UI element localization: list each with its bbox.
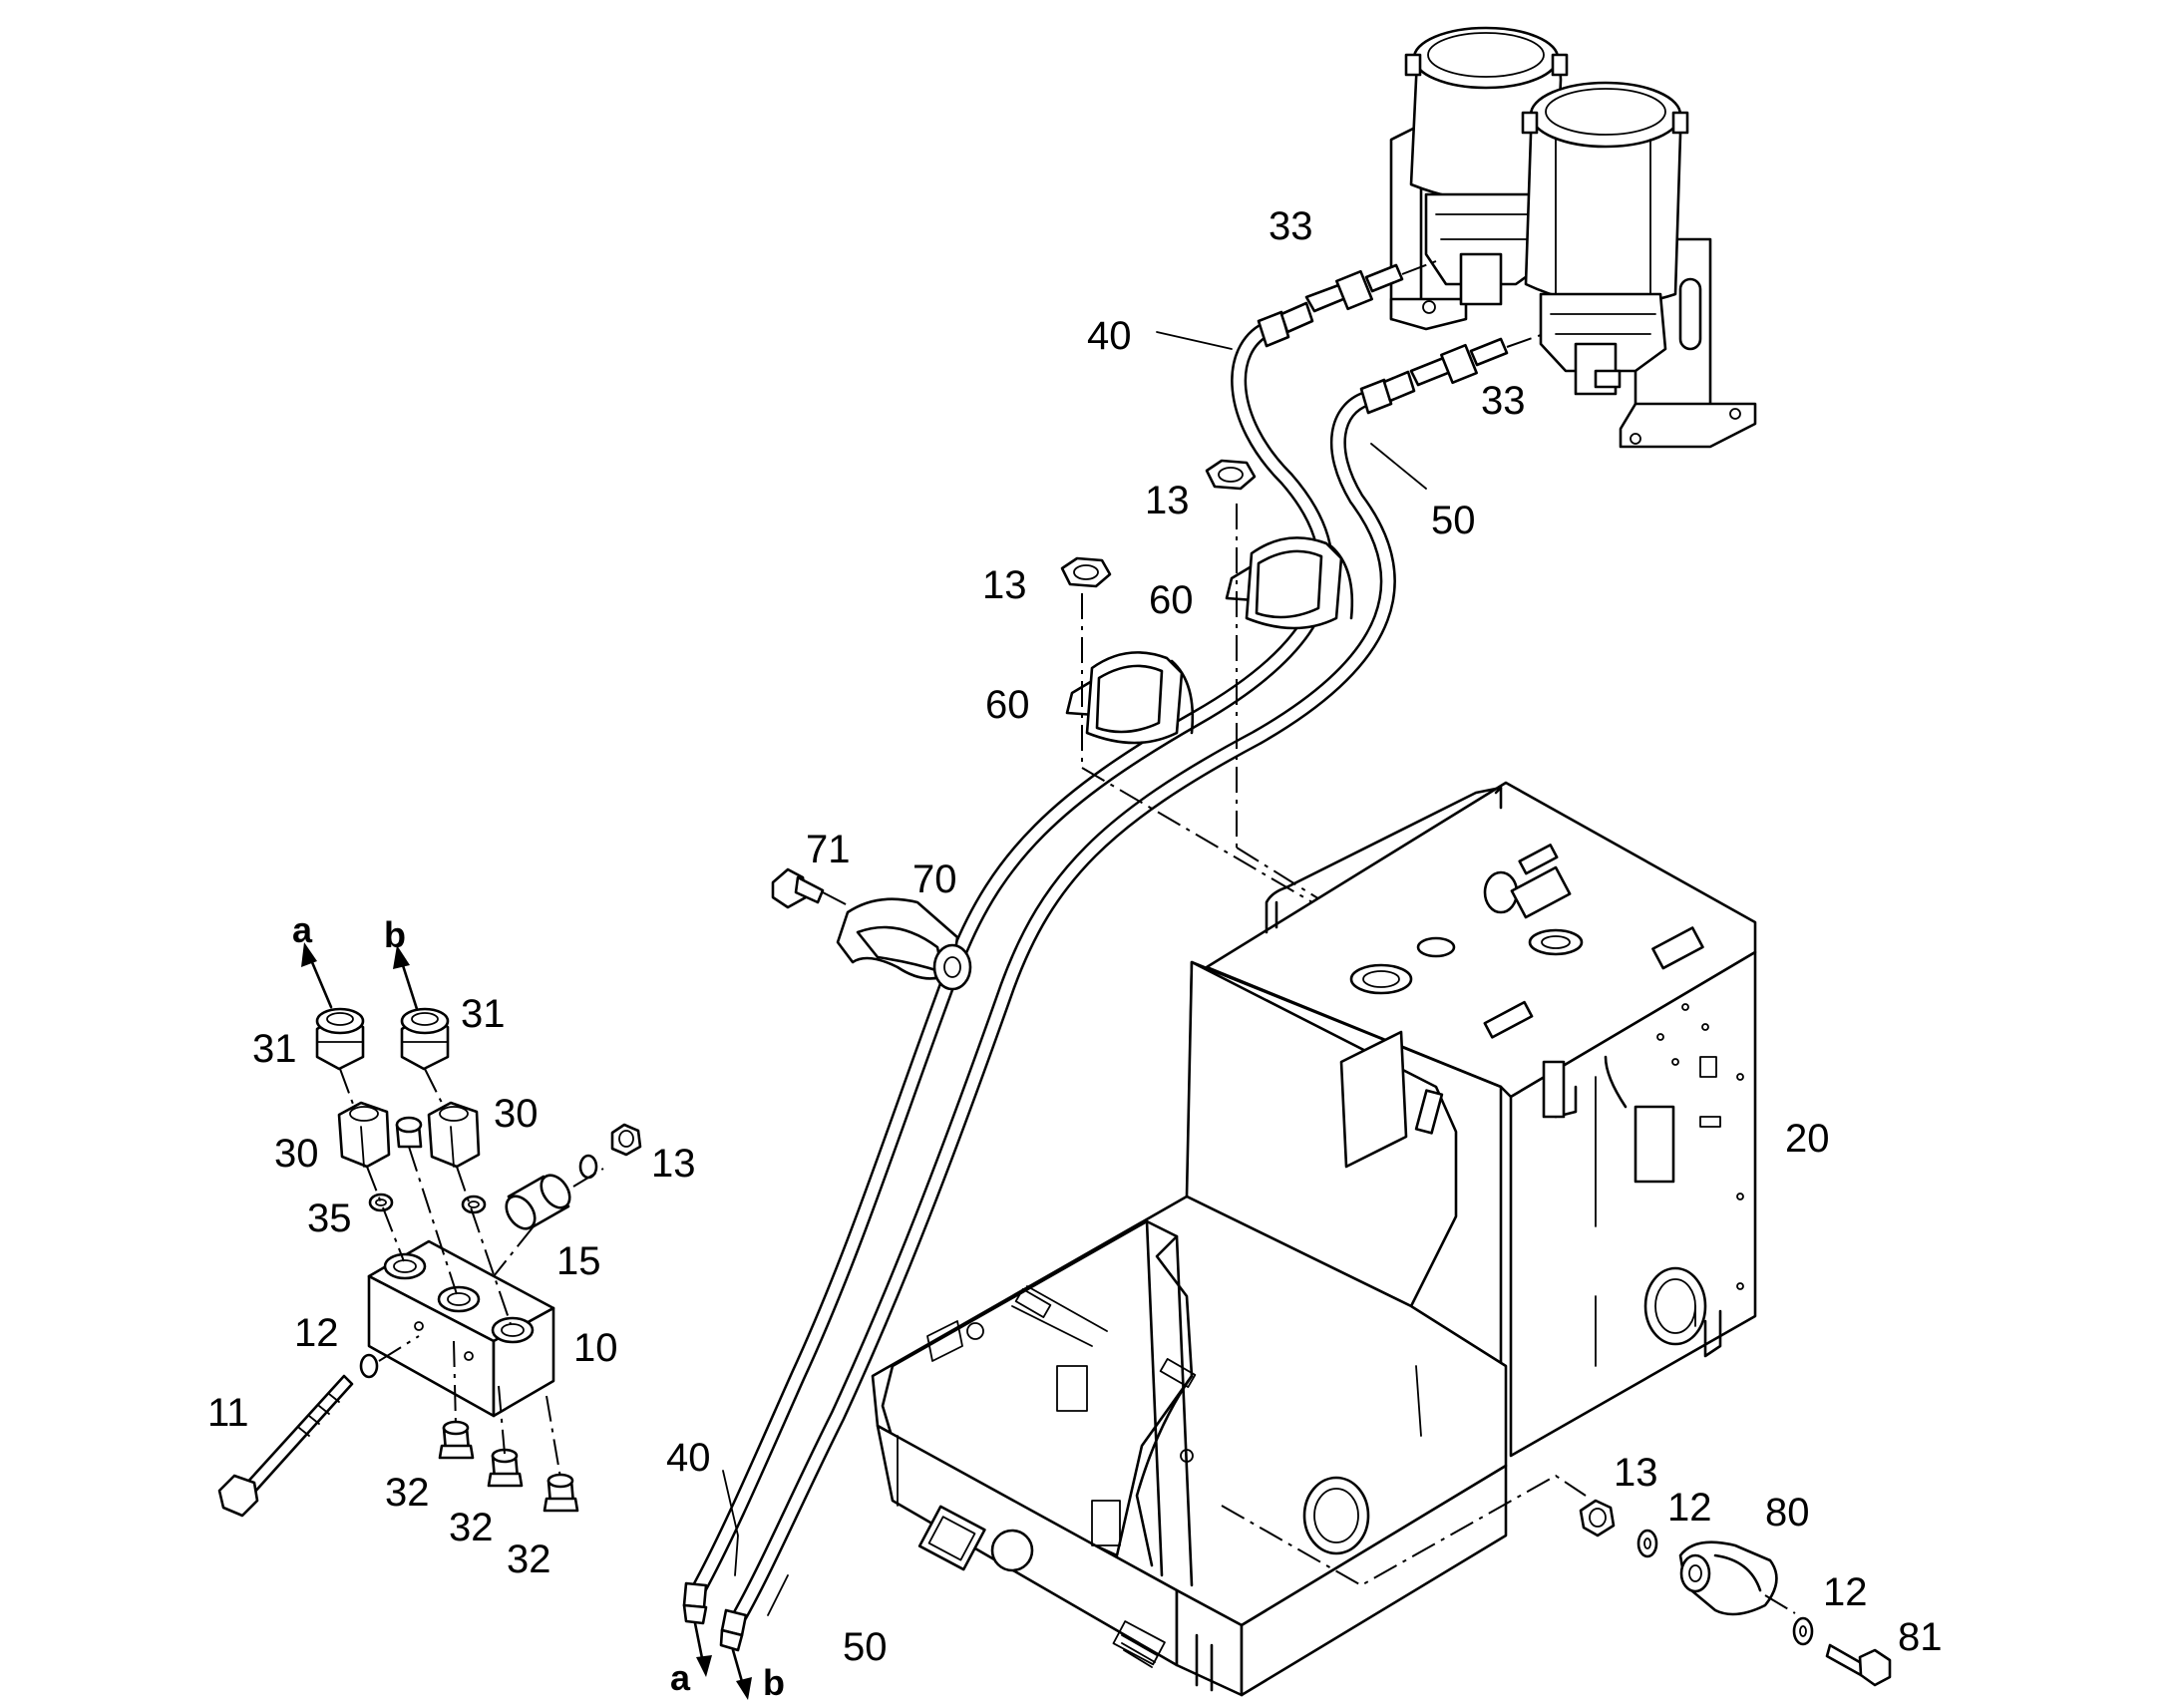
callout-80: 80 bbox=[1765, 1491, 1810, 1535]
callout-81: 81 bbox=[1898, 1615, 1943, 1659]
plug-center bbox=[395, 1116, 423, 1149]
hose-40 bbox=[682, 301, 1334, 1625]
manifold-block-10 bbox=[367, 1239, 555, 1418]
washer-12-left bbox=[359, 1353, 379, 1379]
flow-arrow-b-top bbox=[393, 945, 419, 1011]
flow-label-b-bottom: b bbox=[763, 1662, 785, 1703]
hose-50 bbox=[719, 370, 1416, 1652]
fitting-31-a bbox=[315, 1007, 365, 1071]
callout-12-left: 12 bbox=[294, 1311, 339, 1355]
callout-32-c: 32 bbox=[507, 1537, 551, 1581]
callout-15: 15 bbox=[556, 1239, 601, 1283]
flow-arrow-a-top bbox=[301, 942, 333, 1009]
bolt-81 bbox=[1825, 1643, 1892, 1687]
screw-71 bbox=[771, 867, 825, 909]
washer-12-bottom-b bbox=[1792, 1616, 1814, 1646]
callout-13-mid: 13 bbox=[982, 563, 1027, 607]
nut-13-upper bbox=[1205, 459, 1257, 491]
callout-40-lower: 40 bbox=[666, 1436, 711, 1480]
lubrication-pump-rear bbox=[1404, 26, 1569, 306]
seal-ring-right bbox=[461, 1195, 487, 1214]
callout-13-left: 13 bbox=[651, 1142, 696, 1186]
callout-33-lower: 33 bbox=[1481, 379, 1526, 423]
nut-30-b bbox=[427, 1101, 481, 1169]
callout-35: 35 bbox=[307, 1196, 352, 1240]
callout-13-upper: 13 bbox=[1145, 479, 1190, 522]
flow-label-b-top: b bbox=[384, 914, 406, 955]
lubrication-pump-front bbox=[1521, 81, 1689, 396]
callout-12-bottom-b: 12 bbox=[1823, 1570, 1868, 1614]
callout-40-upper: 40 bbox=[1087, 314, 1132, 358]
clamp-80 bbox=[1678, 1540, 1778, 1616]
callout-30-left: 30 bbox=[274, 1132, 319, 1176]
callout-60-lower: 60 bbox=[985, 683, 1030, 727]
callout-12-bottom-a: 12 bbox=[1667, 1486, 1712, 1530]
callout-31-left: 31 bbox=[252, 1027, 297, 1071]
nut-13-lower bbox=[1060, 556, 1112, 588]
callout-32-b: 32 bbox=[449, 1506, 494, 1549]
nut-30-a bbox=[337, 1101, 391, 1169]
fitting-33-upper bbox=[1304, 263, 1404, 313]
callout-50-lower: 50 bbox=[843, 1625, 888, 1669]
nut-13-bottom bbox=[1579, 1499, 1616, 1537]
callout-50-upper: 50 bbox=[1431, 499, 1476, 542]
grommet-60-upper bbox=[1225, 536, 1354, 630]
flow-label-a-top: a bbox=[292, 909, 313, 950]
grommet-60-lower bbox=[1065, 651, 1195, 745]
bolt-11 bbox=[217, 1374, 354, 1518]
nut-13-left bbox=[610, 1123, 642, 1157]
seal-ring-35 bbox=[368, 1193, 394, 1212]
callout-11: 11 bbox=[207, 1391, 249, 1435]
flow-arrow-a-bottom bbox=[693, 1621, 712, 1677]
plug-32-b bbox=[487, 1448, 524, 1488]
callout-33-upper: 33 bbox=[1269, 204, 1313, 248]
callout-31-right: 31 bbox=[461, 992, 506, 1036]
callout-30-right: 30 bbox=[494, 1092, 539, 1136]
callout-32-a: 32 bbox=[385, 1471, 430, 1515]
callout-10: 10 bbox=[573, 1326, 618, 1370]
callout-70: 70 bbox=[912, 857, 957, 901]
leader-lines bbox=[722, 331, 1427, 1616]
callout-20: 20 bbox=[1785, 1117, 1830, 1161]
flow-label-a-bottom: a bbox=[670, 1657, 691, 1698]
flow-arrow-b-bottom bbox=[731, 1648, 752, 1700]
tank-20 bbox=[871, 781, 1757, 1697]
plug-32-a bbox=[438, 1420, 475, 1460]
plug-32-c bbox=[543, 1473, 579, 1513]
callout-71: 71 bbox=[806, 828, 851, 871]
clamp-70 bbox=[836, 897, 972, 991]
callout-13-bottom: 13 bbox=[1614, 1451, 1658, 1495]
fitting-31-b bbox=[400, 1007, 450, 1071]
washer-12-bottom-a bbox=[1636, 1529, 1658, 1558]
callout-60-upper: 60 bbox=[1149, 578, 1194, 622]
fitting-33-lower bbox=[1409, 337, 1509, 387]
sleeve-15 bbox=[505, 1174, 571, 1230]
